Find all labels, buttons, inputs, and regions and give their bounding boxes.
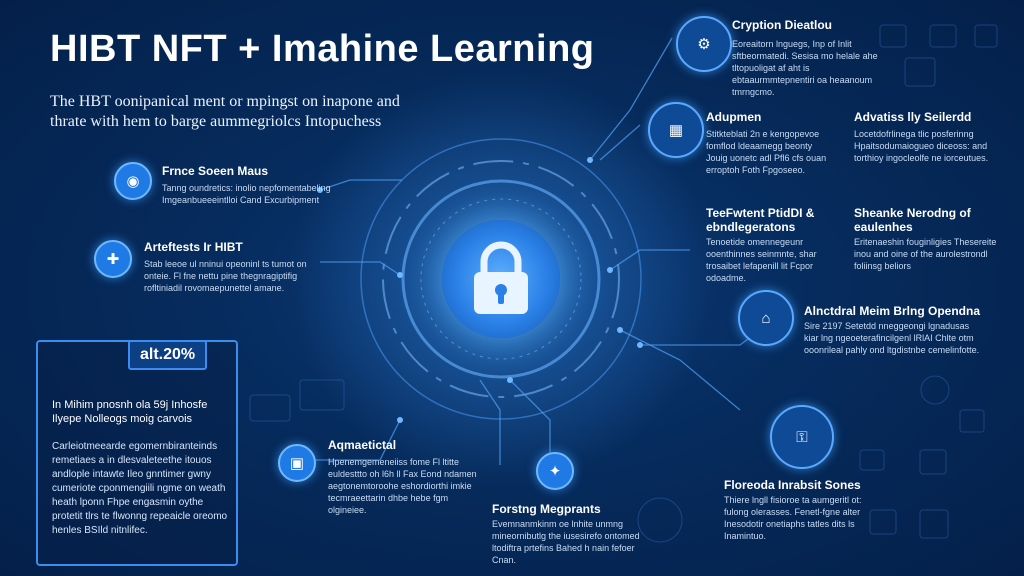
node-title: Arteftests Ir HIBT — [144, 240, 243, 254]
node-title: Aqmaetictal — [328, 438, 397, 452]
node-body: Thiere lngll fisioroe ta aumgeritl ot: f… — [724, 495, 862, 541]
sparkle-node-icon: ✦ — [536, 452, 574, 490]
node-body: Stab leeoe ul nninui opeoninl ts tumot o… — [144, 259, 307, 293]
node-body: Evemnanmkinm oe lnhite unmng mineornibut… — [492, 519, 640, 565]
node-body: Stitkteblati 2n e kengopevoe fomflod lde… — [706, 129, 827, 175]
lock-icon — [474, 241, 528, 314]
robot-node-icon: ⚿ — [770, 405, 834, 469]
node-title: Adupmen — [706, 110, 762, 124]
panel-heading: In Mihim pnosnh ola 59j Inhosfe Ilyepe N… — [52, 399, 208, 425]
eye-node-icon: ◉ — [114, 162, 152, 200]
node-title: Advatiss lly Seilerdd — [854, 110, 972, 124]
settings-node-icon: ✚ — [94, 240, 132, 278]
panel-body: Carleiotmeearde egomernbiranteinds remet… — [52, 441, 228, 536]
page-subtitle: The HBT oonipanical ment or mpingst on i… — [50, 93, 400, 130]
node-title: Cryption Dieatlou — [732, 18, 833, 32]
node-body: Hpenemgemeneiiss fome Fl ltitte euldestt… — [328, 457, 477, 515]
node-body: Tanng oundretics: inolio nepfomentabelin… — [162, 183, 331, 205]
node-body: Sire 2197 Setetdd nneggeongi lgnadusas k… — [804, 321, 980, 355]
node-title: TeeFwtent PtidDI & ebndlegeratons — [706, 206, 815, 234]
cryption-node-icon: ⚙ — [676, 16, 732, 72]
node-title: Forstng Megprants — [492, 502, 601, 516]
stats-panel — [36, 340, 238, 566]
page-title: HIBT NFT + Imahine Learning — [50, 28, 595, 70]
network-node-icon: ⌂ — [738, 290, 794, 346]
percent-badge: alt.20% — [128, 340, 208, 370]
node-title: Frnce Soeen Maus — [162, 164, 269, 178]
chart-node-icon: ▣ — [278, 444, 316, 482]
node-body: Locetdofrlinega tlic posferinng Hpaitsod… — [854, 129, 989, 163]
node-title: Floreoda Inrabsit Sones — [724, 478, 861, 492]
node-body: Tenoetide omennegeunr ooenthinnes seinmn… — [706, 237, 817, 283]
node-body: Eritenaeshin fouginligies Thesereite ino… — [854, 237, 997, 271]
node-title: Alnctdral Meim Brlng Opendna — [804, 304, 981, 318]
node-title: Sheanke Nerodng of eaulenhes — [854, 206, 971, 234]
node-body: Eoreaitorn lnguegs, Inp of Inlit sftbeor… — [732, 39, 878, 97]
adupmen-node-icon: ▦ — [648, 102, 704, 158]
